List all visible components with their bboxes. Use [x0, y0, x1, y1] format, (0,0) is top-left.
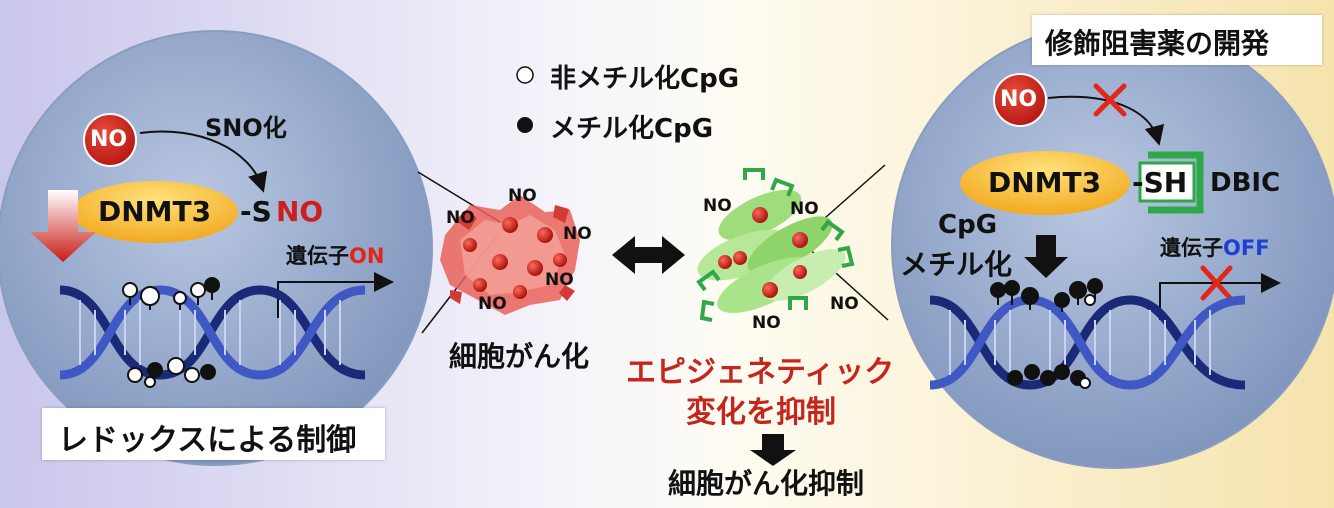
methylation-arrow	[1024, 235, 1068, 278]
sno-label: SNO化	[205, 114, 287, 142]
sh-label: -SH	[1132, 166, 1188, 199]
decrease-arrow	[30, 190, 96, 262]
dna-helix-right	[929, 295, 1246, 390]
cpg-markers-right	[990, 278, 1103, 389]
sh-box	[1138, 161, 1196, 203]
normal-no-4: NO	[752, 313, 781, 333]
dbic-bracket	[1148, 151, 1204, 214]
normal-no-3: NO	[830, 294, 859, 314]
methylation-label: メチル化	[900, 248, 1013, 281]
result-label: 細胞がん化抑制	[668, 467, 865, 500]
normal-cells	[696, 168, 855, 322]
cancer-cells	[440, 195, 580, 315]
sno-no-suffix: NO	[276, 195, 324, 228]
cancer-no-3: NO	[563, 224, 592, 244]
result-arrow	[750, 434, 796, 466]
s-label: -S	[240, 195, 272, 228]
cancer-no-4: NO	[545, 270, 574, 290]
dnmt3-ellipse-right	[960, 151, 1130, 215]
block-x-gene	[1200, 265, 1233, 301]
right-title-box	[1032, 15, 1322, 65]
left-caption-box	[42, 408, 385, 460]
dna-helix-left	[59, 285, 366, 380]
normal-no-1: NO	[703, 196, 732, 216]
block-x-no	[1093, 83, 1127, 117]
normal-no-2: NO	[790, 199, 819, 219]
cancer-cells-label: 細胞がん化	[449, 340, 590, 373]
legend-unmethylated-label: 非メチル化CpG	[550, 64, 740, 94]
dnmt3-label-left: DNMT3	[98, 195, 212, 228]
legend-methylated-label: メチル化CpG	[550, 114, 714, 144]
cancer-no-1: NO	[508, 186, 537, 206]
left-caption: レドックスによる制御	[58, 423, 357, 458]
legend-unmethylated-dot	[516, 66, 534, 84]
dnmt3-ellipse-left	[72, 181, 238, 243]
epigenetic-line1: エピジェネティック	[626, 355, 895, 390]
gene-on-state: ON	[349, 244, 385, 268]
no-label-right: NO	[1000, 87, 1038, 112]
epigenetic-line2: 変化を抑制	[686, 395, 836, 430]
no-badge-right	[993, 73, 1047, 127]
gene-label-left: 遺伝子ON	[286, 244, 385, 268]
dbic-label: DBIC	[1210, 168, 1281, 198]
cpg-markers-left	[122, 277, 220, 388]
cancer-no-5: NO	[478, 294, 507, 314]
double-arrow	[612, 236, 685, 274]
gene-label-right: 遺伝子OFF	[1160, 236, 1270, 260]
gene-off-state: OFF	[1223, 236, 1270, 260]
legend-methylated-dot	[517, 117, 533, 133]
dnmt3-label-right: DNMT3	[988, 166, 1102, 199]
no-badge-left	[83, 113, 137, 167]
cpg-label: CpG	[938, 210, 998, 240]
right-title: 修飾阻害薬の開発	[1045, 27, 1270, 60]
cancer-no-2: NO	[446, 208, 475, 228]
no-label-left: NO	[90, 127, 128, 152]
